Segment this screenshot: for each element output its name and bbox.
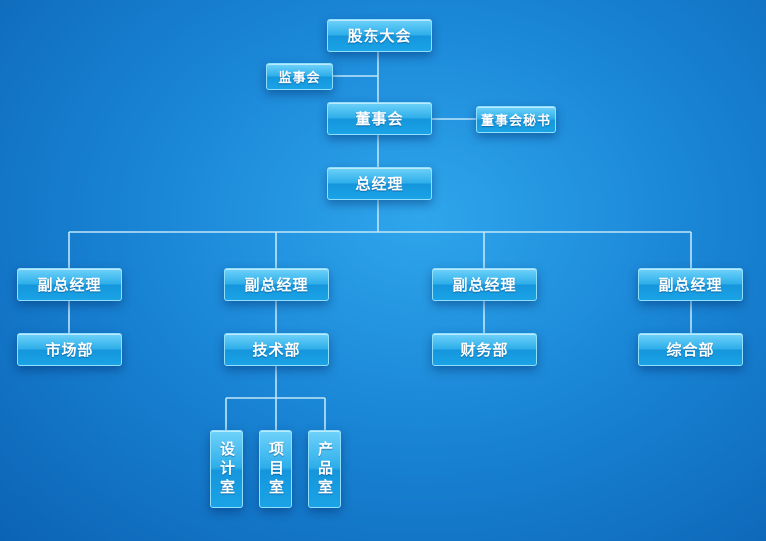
node-general-manager: 总经理 [327,167,432,200]
node-project-room: 项目室 [259,430,292,508]
node-product-room: 产品室 [308,430,341,508]
node-technology-dept: 技术部 [224,333,329,366]
node-board-secretary: 董事会秘书 [476,106,556,133]
node-board-of-directors: 董事会 [327,102,432,135]
node-vice-gm-1: 副总经理 [17,268,122,301]
node-design-room: 设计室 [210,430,243,508]
node-vice-gm-4: 副总经理 [638,268,743,301]
node-finance-dept: 财务部 [432,333,537,366]
node-supervisory-board: 监事会 [266,63,333,90]
node-vice-gm-3: 副总经理 [432,268,537,301]
node-vice-gm-2: 副总经理 [224,268,329,301]
node-shareholders-meeting: 股东大会 [327,19,432,52]
node-marketing-dept: 市场部 [17,333,122,366]
node-general-affairs-dept: 综合部 [638,333,743,366]
